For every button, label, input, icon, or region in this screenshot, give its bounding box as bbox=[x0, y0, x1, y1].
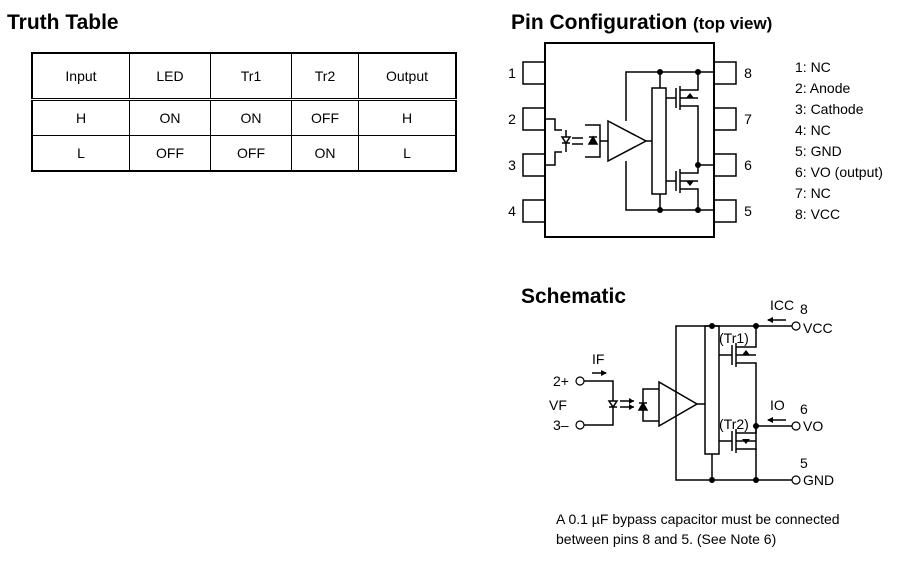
table-cell: OFF bbox=[129, 135, 211, 172]
gnd-label: GND bbox=[803, 472, 834, 488]
vo-label: VO bbox=[803, 418, 823, 434]
tr2-label: (Tr2) bbox=[719, 416, 749, 432]
pin-function-item: 1: NC bbox=[795, 59, 831, 75]
header-input: Input bbox=[31, 52, 130, 100]
table-cell: OFF bbox=[291, 99, 359, 136]
vcc-label: VCC bbox=[803, 320, 833, 336]
pin-label-left: 3 bbox=[508, 157, 516, 173]
pin-function-item: 2: Anode bbox=[795, 80, 851, 96]
schematic-title: Schematic bbox=[521, 285, 627, 308]
pin-function-item: 3: Cathode bbox=[795, 101, 864, 117]
header-output: Output bbox=[358, 52, 457, 100]
pin-label-left: 4 bbox=[508, 203, 516, 219]
table-cell: L bbox=[358, 135, 457, 172]
table-cell: ON bbox=[291, 135, 359, 172]
tr1-label: (Tr1) bbox=[719, 330, 749, 346]
table-row: L OFF OFF ON L bbox=[31, 135, 457, 172]
pin-function-item: 7: NC bbox=[795, 185, 831, 201]
schematic-driver-block bbox=[704, 325, 720, 455]
io-label: IO bbox=[770, 397, 785, 413]
pin-function-item: 6: VO (output) bbox=[795, 164, 883, 180]
table-cell: ON bbox=[210, 99, 292, 136]
schematic-led-symbol bbox=[607, 400, 619, 409]
pin-config-title: Pin Configuration (top view) bbox=[511, 11, 772, 35]
truth-table: Input LED Tr1 Tr2 Output H ON ON OFF H L… bbox=[31, 52, 457, 172]
bypass-capacitor-note: A 0.1 µF bypass capacitor must be connec… bbox=[556, 509, 840, 549]
amplifier-symbol bbox=[607, 119, 648, 163]
pin8-label: 8 bbox=[800, 301, 808, 317]
pin-function-list: 1: NC 2: Anode 3: Cathode 4: NC 5: GND 6… bbox=[795, 57, 883, 225]
icc-label: ICC bbox=[770, 297, 794, 313]
pin-label-left: 1 bbox=[508, 65, 516, 81]
table-cell: OFF bbox=[210, 135, 292, 172]
ic-package-outline bbox=[544, 42, 715, 238]
pin-function-item: 5: GND bbox=[795, 143, 842, 159]
pin-function-item: 4: NC bbox=[795, 122, 831, 138]
pin-label-right: 8 bbox=[744, 65, 752, 81]
note-line: between pins 8 and 5. (See Note 6) bbox=[556, 531, 777, 547]
pin-config-subtitle: (top view) bbox=[693, 14, 773, 33]
table-cell: H bbox=[31, 99, 130, 136]
pin-8-pad bbox=[713, 61, 737, 85]
if-label: IF bbox=[592, 351, 604, 367]
pin-config-title-text: Pin Configuration bbox=[511, 11, 688, 34]
pin-7-pad bbox=[713, 107, 737, 131]
vf-label: VF bbox=[549, 397, 567, 413]
pin-1-pad bbox=[522, 61, 546, 85]
pin-label-right: 7 bbox=[744, 111, 752, 127]
pin3-label: 3– bbox=[553, 417, 569, 433]
pin-function-item: 8: VCC bbox=[795, 206, 841, 222]
table-row: H ON ON OFF H bbox=[31, 99, 457, 136]
pin-label-right: 6 bbox=[744, 157, 752, 173]
truth-table-title: Truth Table bbox=[7, 11, 119, 34]
pin6-label: 6 bbox=[800, 401, 808, 417]
driver-block bbox=[651, 87, 667, 195]
schematic-amplifier bbox=[658, 380, 699, 428]
truth-table-header-row: Input LED Tr1 Tr2 Output bbox=[31, 52, 457, 100]
pin-label-right: 5 bbox=[744, 203, 752, 219]
table-cell: ON bbox=[129, 99, 211, 136]
pin5-label: 5 bbox=[800, 455, 808, 471]
pin-label-left: 2 bbox=[508, 111, 516, 127]
pin-5-pad bbox=[713, 199, 737, 223]
pin2-label: 2+ bbox=[553, 373, 569, 389]
header-tr2: Tr2 bbox=[291, 52, 359, 100]
pin-4-pad bbox=[522, 199, 546, 223]
table-cell: H bbox=[358, 99, 457, 136]
note-line: A 0.1 µF bypass capacitor must be connec… bbox=[556, 511, 840, 527]
